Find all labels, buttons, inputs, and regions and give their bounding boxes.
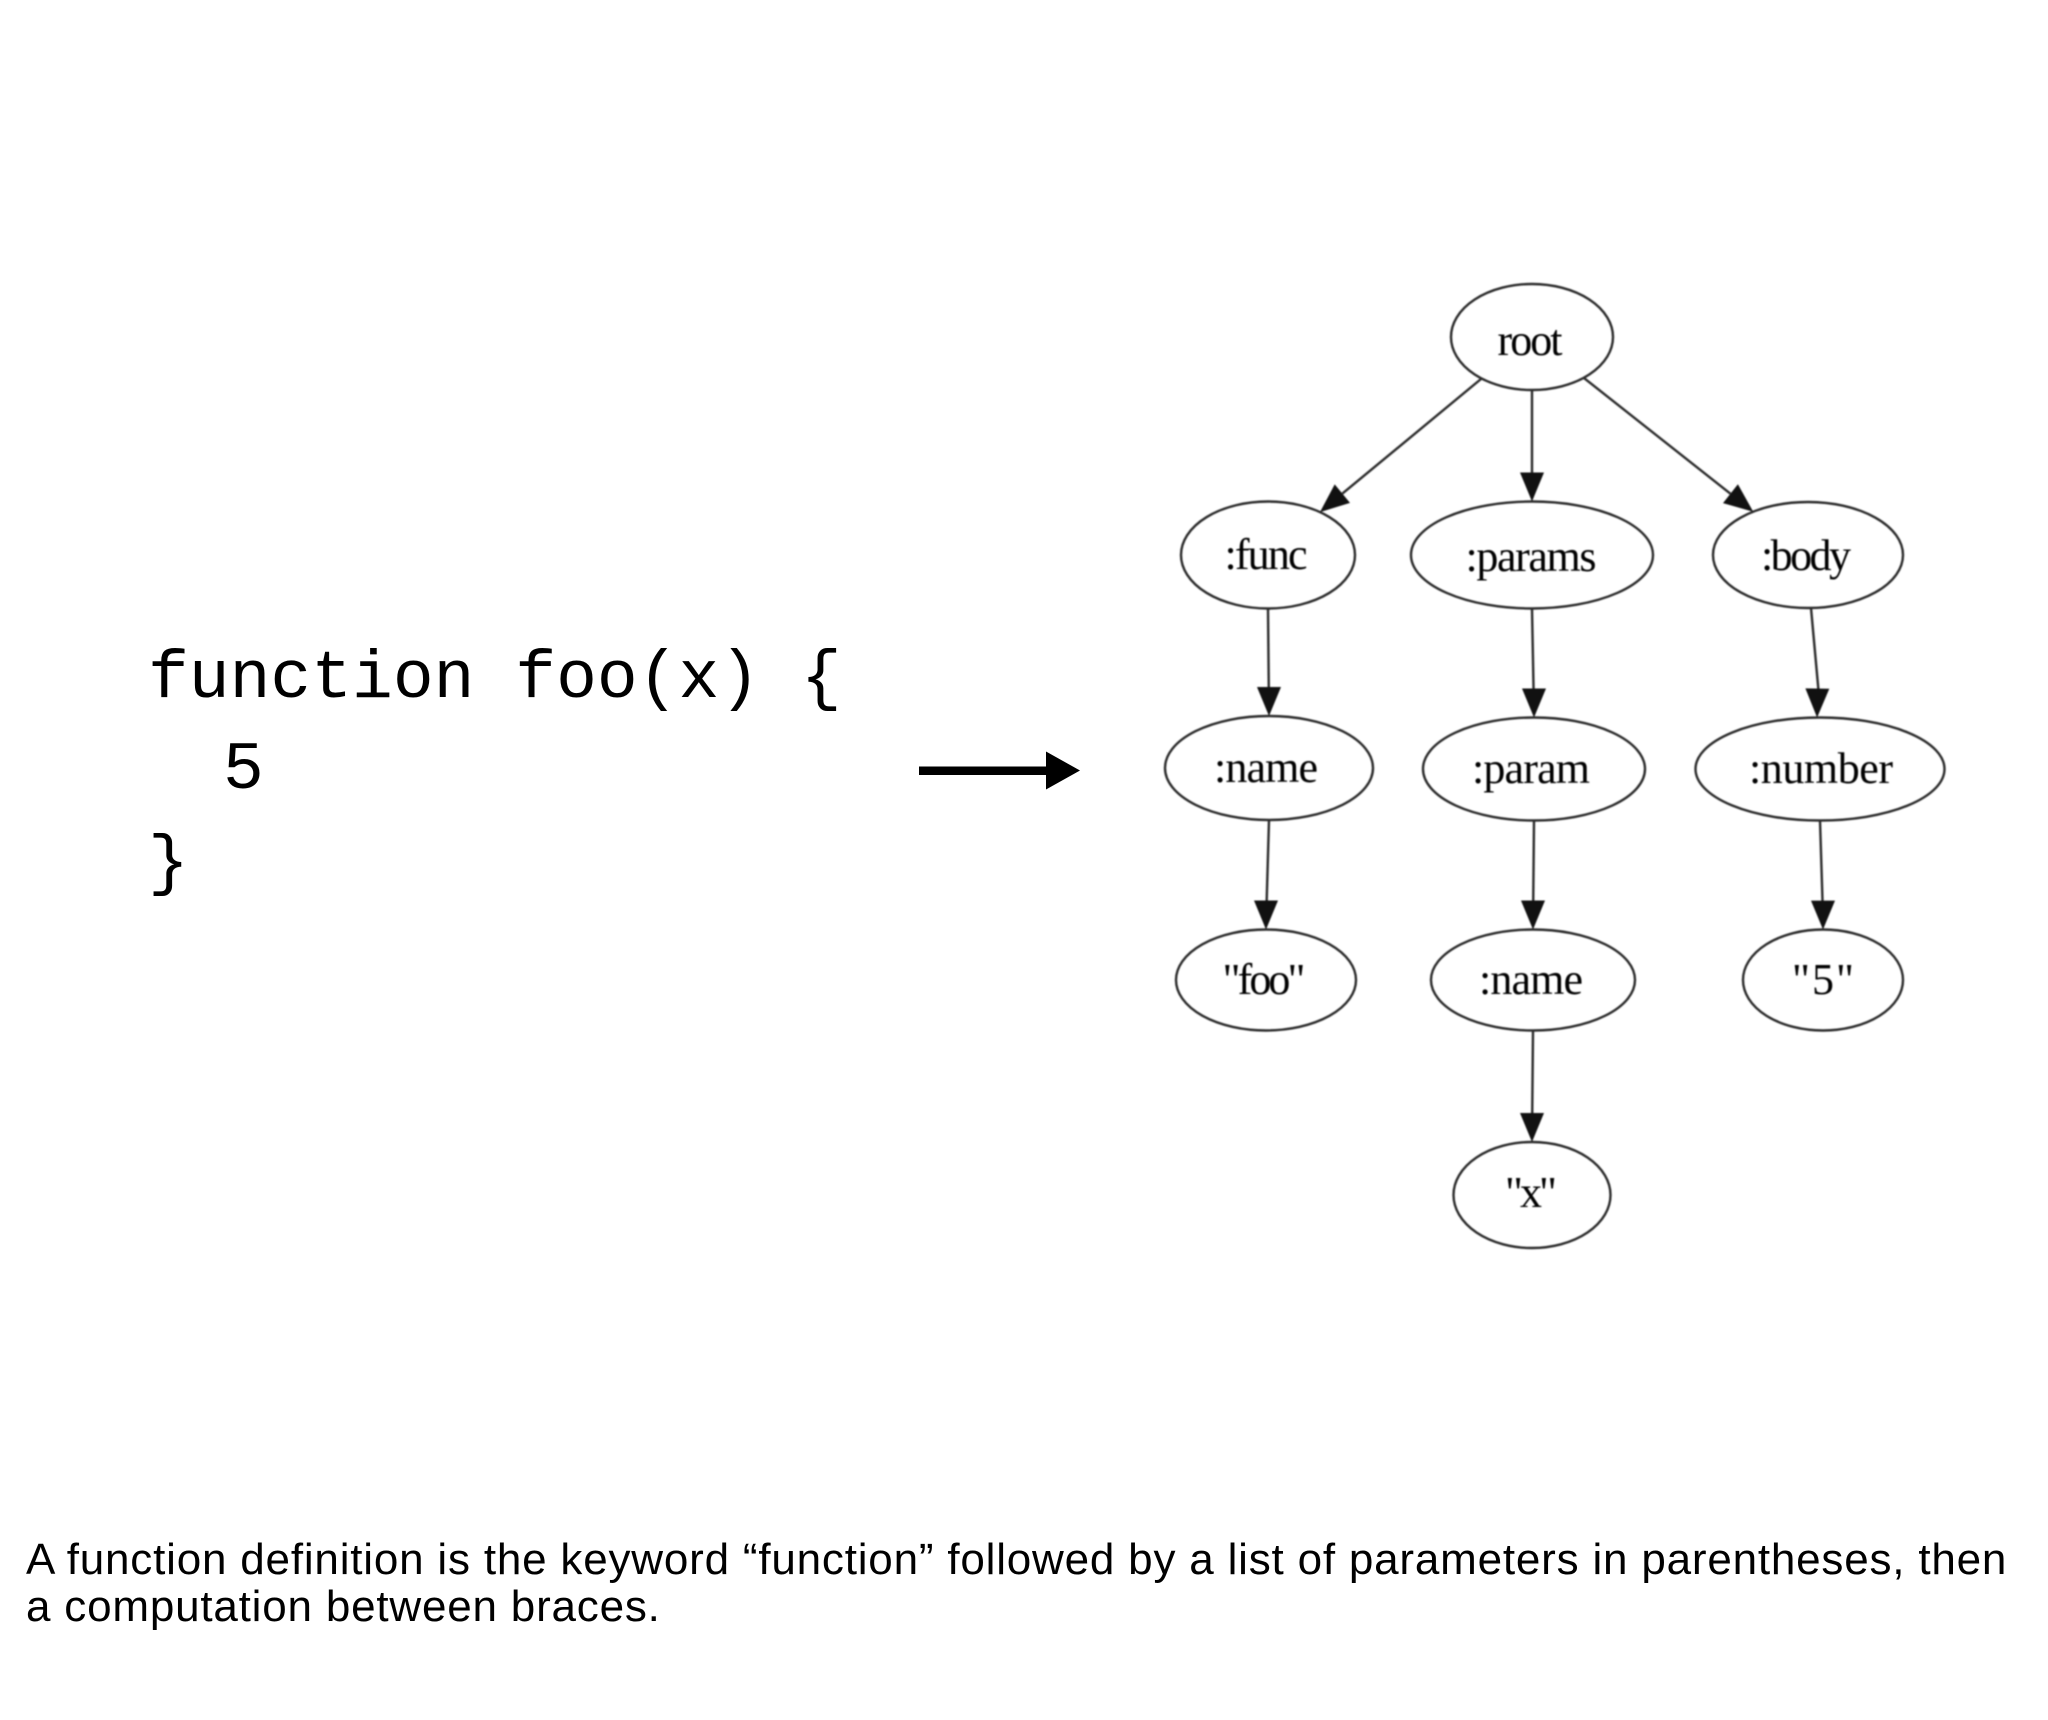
svg-text:root: root	[1498, 316, 1563, 365]
svg-text::name: :name	[1479, 955, 1583, 1004]
svg-text::name: :name	[1214, 743, 1318, 792]
svg-text::func: :func	[1225, 530, 1308, 579]
svg-text:"5": "5"	[1792, 955, 1854, 1004]
svg-text::param: :param	[1472, 744, 1590, 793]
svg-text:"x": "x"	[1505, 1168, 1557, 1217]
svg-text::number: :number	[1749, 744, 1893, 793]
svg-text::body: :body	[1761, 531, 1851, 580]
svg-text:"foo": "foo"	[1223, 955, 1306, 1004]
svg-text::params: :params	[1466, 532, 1597, 581]
